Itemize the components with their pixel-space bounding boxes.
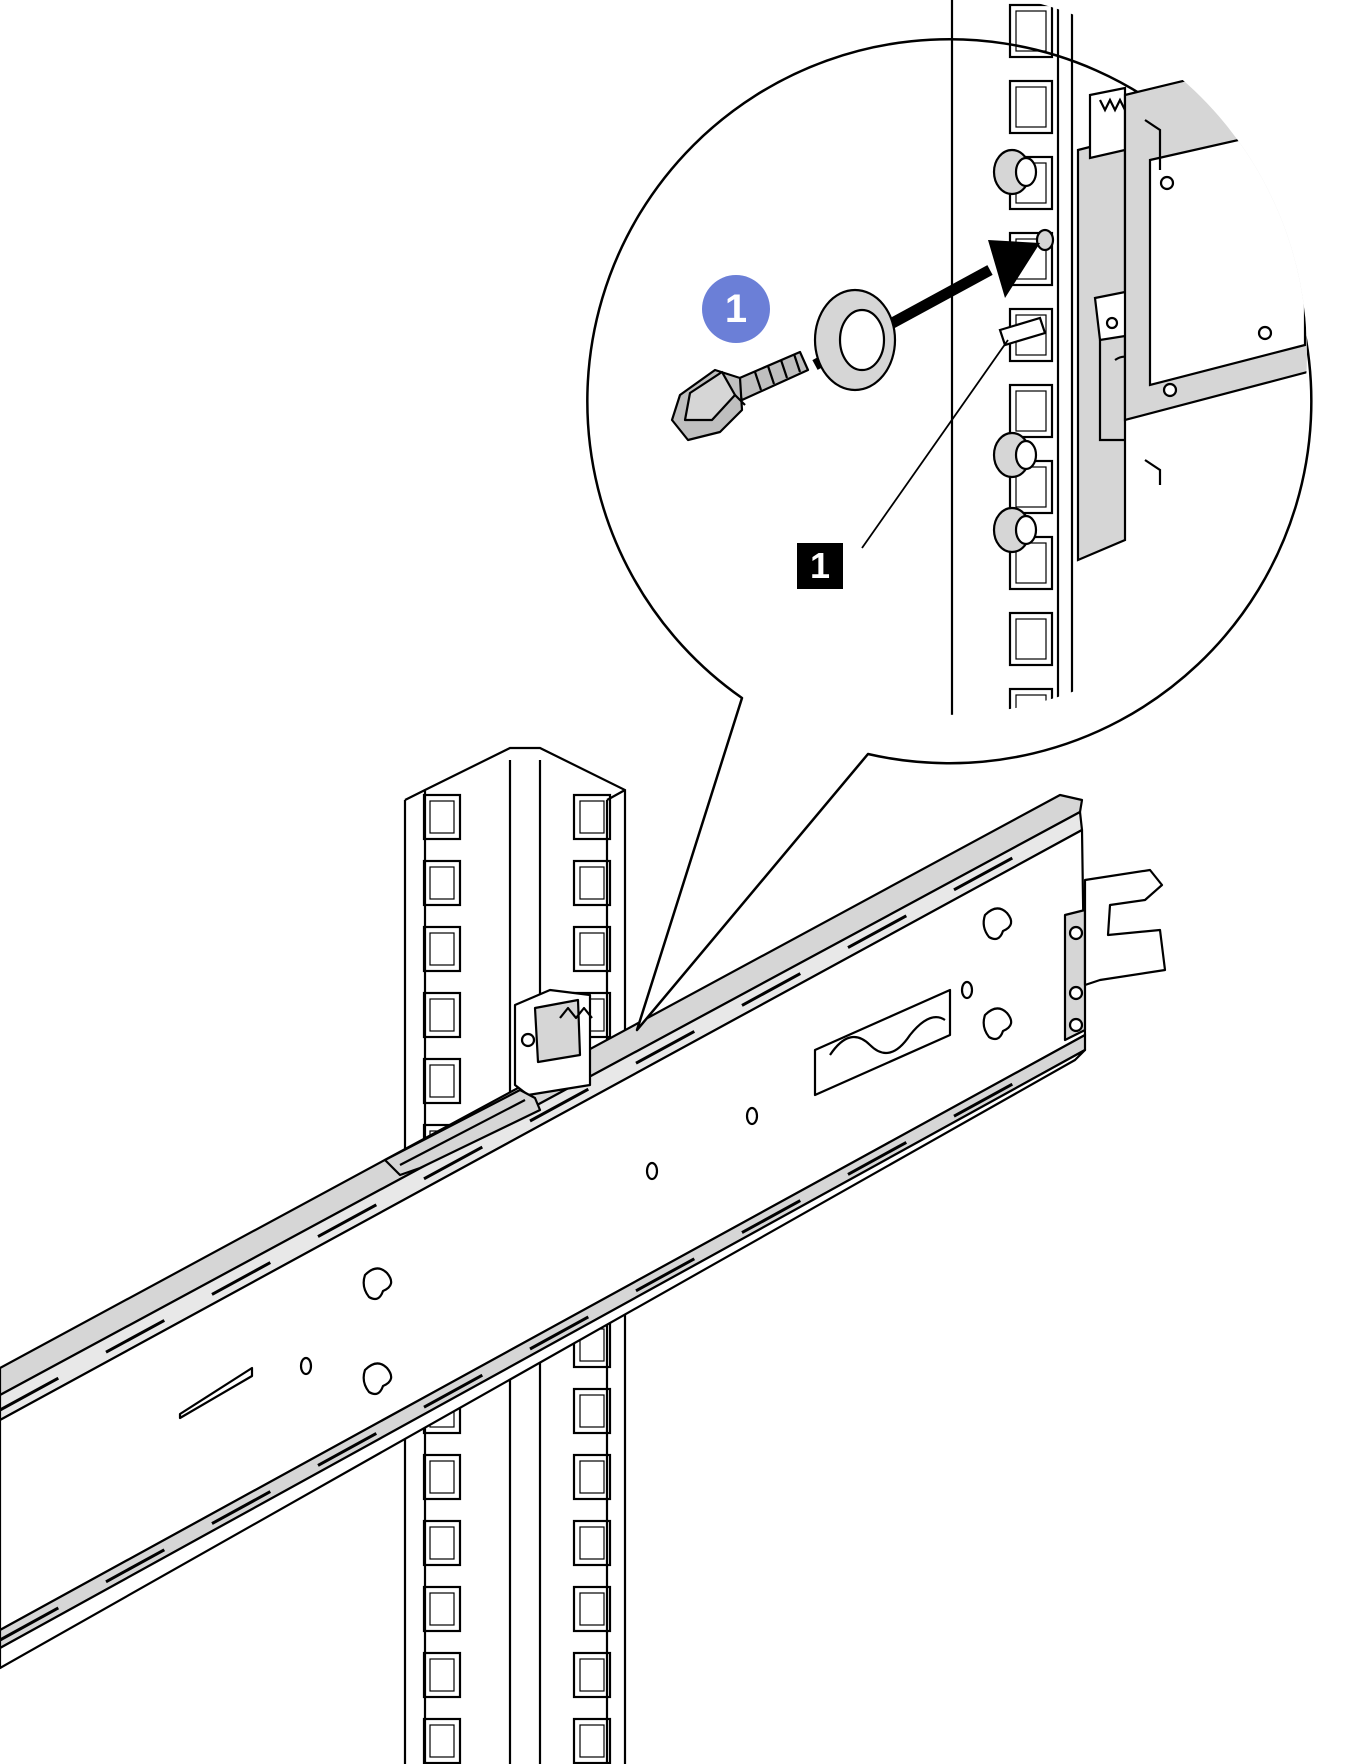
rail-slot [741, 1199, 802, 1234]
rail-slot [423, 1145, 484, 1181]
rail-slot [847, 1141, 908, 1176]
post-hole-inner [429, 866, 455, 900]
rail-slots [0, 856, 1014, 1642]
slide-rail [0, 793, 1167, 1670]
callout-label: 1 [797, 543, 843, 589]
rail-slot [0, 1376, 60, 1412]
post-hole [422, 991, 462, 1039]
magnified-post-hole [1008, 3, 1054, 59]
rail-slot [953, 856, 1014, 892]
magnified-post-hole [1008, 611, 1054, 667]
rail-slot [105, 1548, 166, 1584]
rail-slot [741, 972, 802, 1007]
magnified-post-hole [1008, 687, 1054, 715]
post-hole [422, 1453, 462, 1501]
cage-nuts [992, 148, 1055, 554]
post-hole [572, 859, 612, 907]
post-hole [422, 1717, 462, 1764]
post-hole [422, 793, 462, 841]
rail-slot [423, 1373, 484, 1409]
step-number-badge: 1 [702, 275, 770, 343]
post-hole-inner [429, 1064, 455, 1098]
post-hole-inner [579, 1526, 605, 1560]
rail-slot [0, 1606, 60, 1642]
post-hole-inner [429, 800, 455, 834]
rail-slot [529, 1315, 590, 1351]
post-hole [572, 793, 612, 841]
post-hole-inner [579, 1658, 605, 1692]
magnified-post-hole-inner [1015, 390, 1047, 432]
post-hole-inner [579, 866, 605, 900]
post-hole [422, 1651, 462, 1699]
magnified-post-hole-inner [1015, 618, 1047, 660]
post-hole [422, 1057, 462, 1105]
rail-slot [635, 1030, 696, 1065]
magnified-post-hole-inner [1015, 86, 1047, 128]
post-hole-inner [429, 1526, 455, 1560]
post-hole [422, 1585, 462, 1633]
post-hole [572, 1651, 612, 1699]
post-hole-inner [579, 1460, 605, 1494]
callout-leader-line [861, 339, 1009, 549]
magnified-callout [586, 0, 1313, 1032]
screw [670, 350, 810, 442]
magnified-post-hole-inner [1015, 10, 1047, 52]
post-hole [572, 1453, 612, 1501]
rail-slot [317, 1432, 378, 1467]
rail-slot [105, 1319, 166, 1354]
post-hole [572, 1519, 612, 1567]
rail-slot [847, 914, 908, 949]
post-hole [422, 925, 462, 973]
magnified-post-hole-inner [1015, 694, 1047, 715]
rail-slot [953, 1082, 1014, 1118]
post-hole-inner [579, 1394, 605, 1428]
post-hole [572, 1387, 612, 1435]
post-hole [572, 1717, 612, 1764]
post-hole-inner [429, 1724, 455, 1758]
post-hole-inner [429, 1460, 455, 1494]
rail-slot [211, 1490, 272, 1525]
post-hole-inner [429, 998, 455, 1032]
post-hole-inner [579, 932, 605, 966]
post-hole [572, 1585, 612, 1633]
post-hole-inner [429, 1658, 455, 1692]
rail-slot [529, 1087, 590, 1123]
post-hole-inner [579, 1724, 605, 1758]
rail-slot [317, 1203, 378, 1238]
post-hole-inner [429, 1592, 455, 1626]
magnified-post-hole [1008, 383, 1054, 439]
rail-slot [211, 1261, 272, 1296]
magnified-post-hole [1008, 79, 1054, 135]
post-hole [422, 1519, 462, 1567]
post-hole [422, 859, 462, 907]
rail-slot [635, 1257, 696, 1293]
post-hole-inner [579, 800, 605, 834]
post-hole-inner [579, 1592, 605, 1626]
washer [813, 288, 897, 392]
post-hole-inner [429, 932, 455, 966]
post-hole [572, 925, 612, 973]
